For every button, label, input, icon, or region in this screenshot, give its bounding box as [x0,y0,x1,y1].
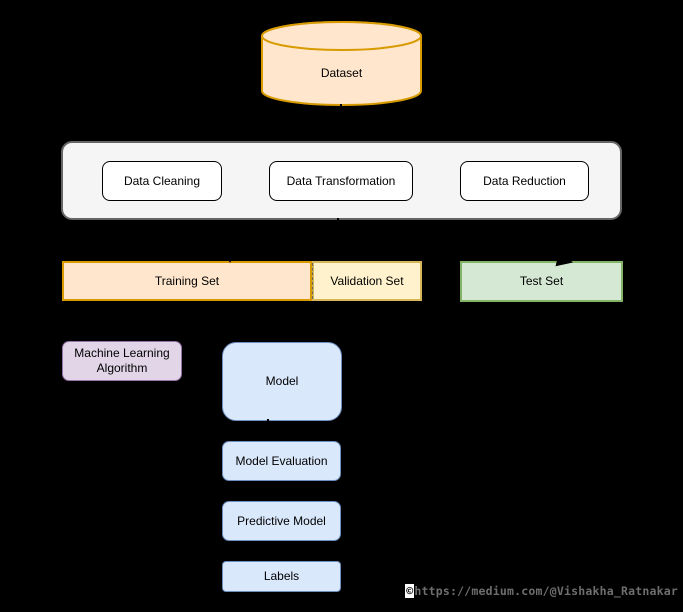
predictive-model-label: Predictive Model [237,513,326,528]
test-set-label: Test Set [519,274,564,288]
dataset-cylinder-top [261,21,422,51]
model-box: Model [222,342,342,421]
copyright-mark: © [405,584,415,598]
model-evaluation-box: Model Evaluation [222,441,341,481]
data-cleaning-label: Data Cleaning [123,173,201,188]
dataset-cylinder [261,21,422,106]
data-reduction-label: Data Reduction [483,173,566,188]
test-set-box: Test Set [460,261,623,302]
ml-algorithm-box: Machine Learning Algorithm [62,341,182,381]
training-set-box: Training Set [62,261,312,301]
predictive-model-box: Predictive Model [222,501,341,541]
edge-validation-model [292,301,368,339]
model-label: Model [265,374,299,388]
data-reduction-box: Data Reduction [460,161,589,201]
watermark: ©https://medium.com/@Vishakha_Ratnakar [405,584,678,598]
labels-box: Labels [222,561,341,592]
data-transformation-box: Data Transformation [269,161,413,201]
model-evaluation-label: Model Evaluation [235,453,328,468]
dataset-label: Dataset [320,65,363,80]
labels-label: Labels [263,569,300,583]
data-transformation-label: Data Transformation [286,173,396,188]
ml-algorithm-label: Machine Learning Algorithm [74,346,170,375]
training-set-label: Training Set [154,273,220,288]
edge-preprocessing-training [222,218,339,263]
validation-set-box: Validation Set [312,261,422,301]
data-cleaning-box: Data Cleaning [102,161,222,201]
edge-test-evaluation [344,303,542,469]
validation-set-label: Validation Set [330,273,404,288]
train-validation-divider [312,263,313,299]
watermark-url: https://medium.com/@Vishakha_Ratnakar [414,584,678,598]
edge-preprocessing-test [424,223,573,267]
